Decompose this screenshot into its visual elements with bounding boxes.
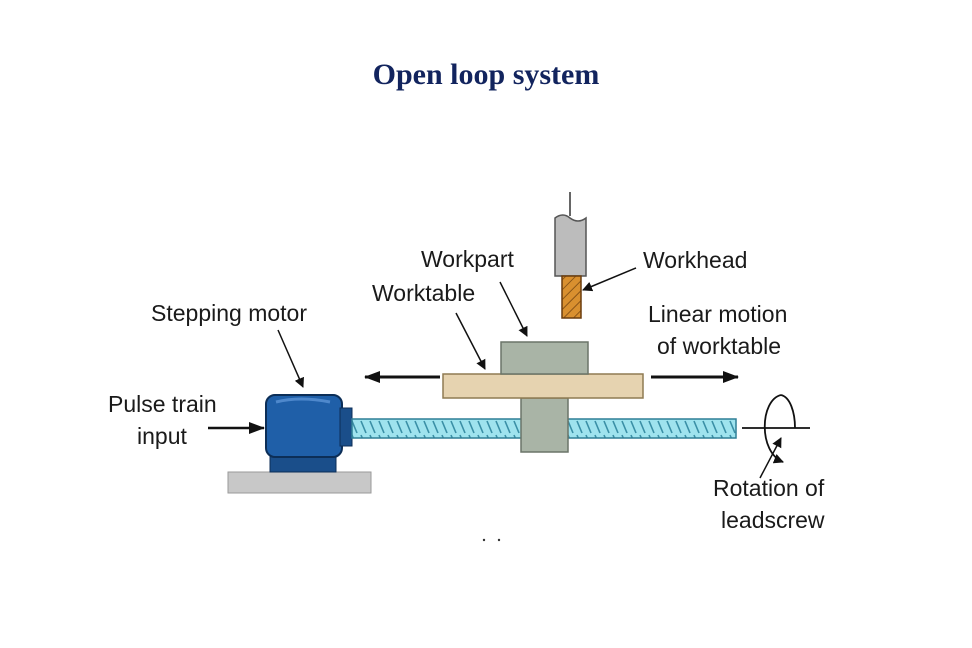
stray-dot xyxy=(482,538,486,542)
stray-dot xyxy=(497,538,501,542)
leader-workpart xyxy=(499,281,528,337)
stepping-motor xyxy=(265,394,353,473)
worktable xyxy=(442,373,644,399)
label-pulse-train: Pulse train xyxy=(108,391,217,417)
leader-workhead xyxy=(582,267,637,292)
label-rotation-of: Rotation of xyxy=(713,475,825,501)
label-leadscrew: leadscrew xyxy=(721,507,825,533)
rotation-symbol xyxy=(742,394,810,464)
nut-block xyxy=(520,397,569,453)
label-worktable: Worktable xyxy=(372,280,475,306)
page-title: Open loop system xyxy=(372,58,600,91)
label-of-worktable: of worktable xyxy=(657,333,781,359)
leader-worktable xyxy=(455,312,486,370)
cutting-tool xyxy=(561,275,582,319)
label-workhead: Workhead xyxy=(643,247,747,273)
leader-rotation xyxy=(759,437,782,479)
label-workpart: Workpart xyxy=(421,246,514,272)
motor-base xyxy=(227,471,372,494)
label-linear-motion: Linear motion xyxy=(648,301,787,327)
workpart xyxy=(500,341,589,375)
label-input: input xyxy=(137,423,187,449)
label-stepping-motor: Stepping motor xyxy=(151,300,307,326)
leader-stepping-motor xyxy=(277,329,304,388)
workhead xyxy=(554,192,587,319)
